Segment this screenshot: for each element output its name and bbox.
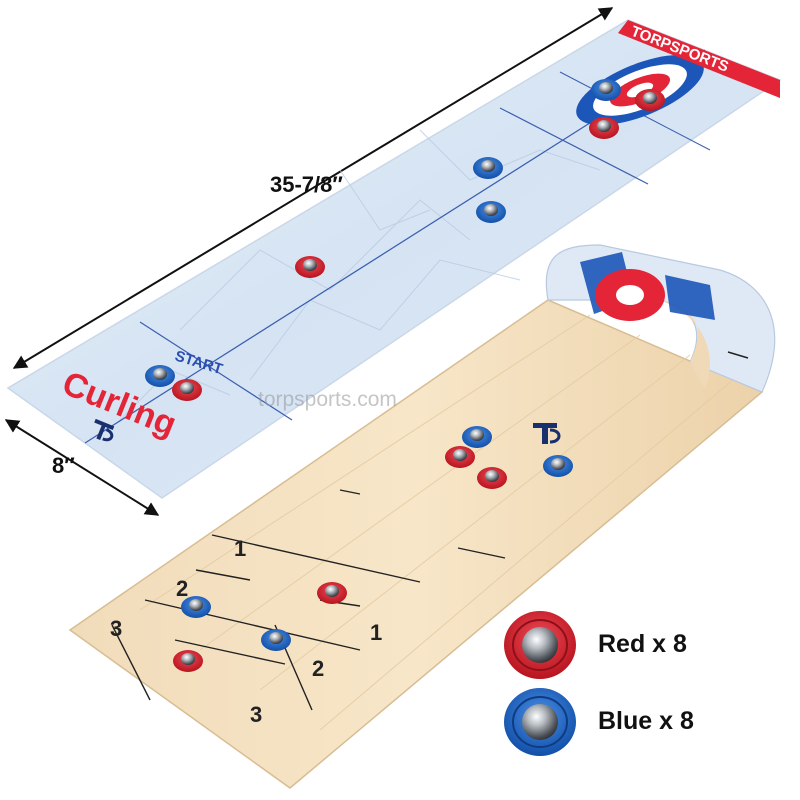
- zone-number: 3: [250, 702, 262, 727]
- tp-logo-icon: [533, 423, 561, 444]
- red-puck: [635, 89, 665, 111]
- zone-numbers: 1 2 3 1 2 3: [110, 536, 382, 727]
- legend-blue-puck: [504, 688, 576, 756]
- red-puck: [589, 117, 619, 139]
- blue-puck: [591, 79, 621, 101]
- blue-puck: [261, 629, 291, 651]
- zone-number: 1: [370, 620, 382, 645]
- blue-puck: [181, 596, 211, 618]
- wood-grain: [139, 314, 736, 731]
- scoring-lines: [111, 489, 506, 711]
- legend-red-puck: [504, 611, 576, 679]
- zone-number: 1: [234, 536, 246, 561]
- ice-texture: [119, 129, 601, 421]
- zone-number: 2: [312, 656, 324, 681]
- width-label: 8″: [52, 453, 75, 478]
- blue-puck: [476, 201, 506, 223]
- red-puck: [445, 446, 475, 468]
- red-puck: [477, 467, 507, 489]
- brand-banner: [618, 20, 780, 98]
- rolled-mat-end: [545, 244, 776, 393]
- start-line: [139, 321, 293, 421]
- legend-red-label: Red x 8: [598, 630, 687, 658]
- zone-number: 3: [110, 616, 122, 641]
- length-arrow: [12, 7, 614, 369]
- blue-puck: [473, 157, 503, 179]
- pucks-layer: [145, 79, 665, 672]
- tp-logo-icon: [94, 418, 115, 442]
- red-puck: [173, 650, 203, 672]
- house-target: [576, 54, 704, 126]
- blue-puck: [145, 365, 175, 387]
- watermark-text: torpsports.com: [258, 388, 397, 411]
- length-label: 35-7/8″: [270, 172, 343, 197]
- red-puck: [295, 256, 325, 278]
- red-puck: [172, 379, 202, 401]
- width-arrow: [4, 419, 160, 516]
- hog-line: [499, 107, 649, 185]
- blue-puck: [543, 455, 573, 477]
- zone-number: 2: [176, 576, 188, 601]
- blue-puck: [462, 426, 492, 448]
- curling-mat: TORPSPORTS START Curling: [6, 19, 782, 499]
- red-puck: [317, 582, 347, 604]
- shuffleboard-mat: 1 2 3 1 2 3: [68, 244, 776, 789]
- legend-blue-label: Blue x 8: [598, 707, 694, 735]
